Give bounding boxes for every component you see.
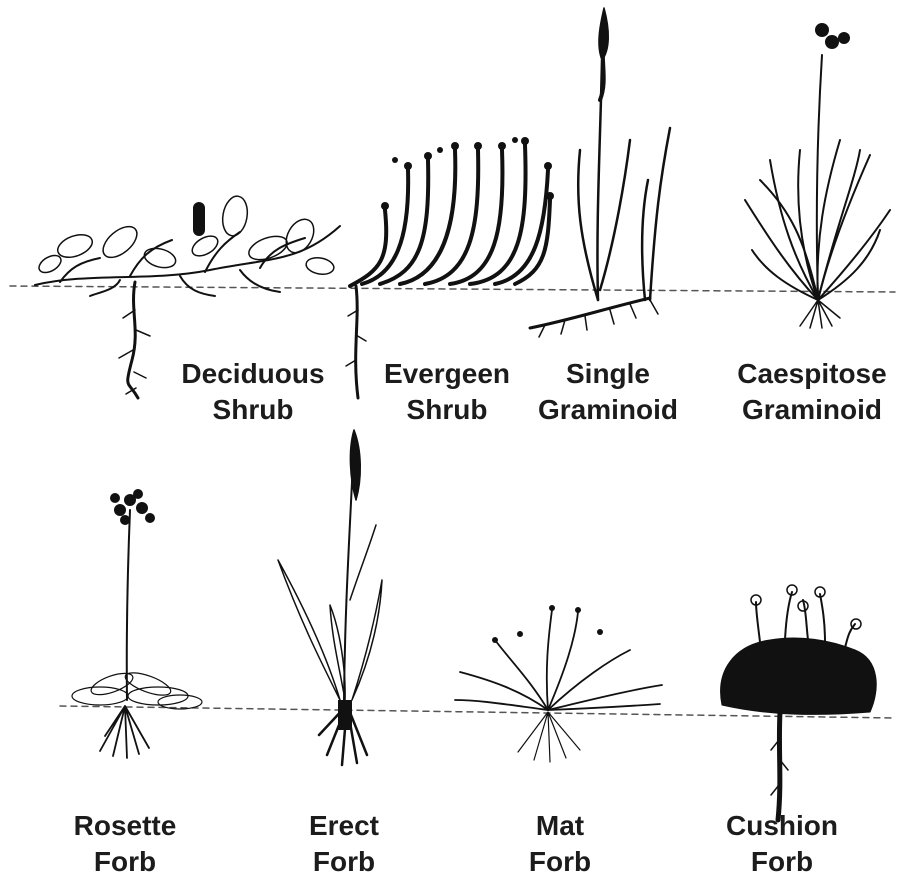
label-line2: Shrub <box>372 392 522 428</box>
label-line2: Graminoid <box>727 392 897 428</box>
label-line1: Mat <box>500 808 620 844</box>
label-line1: Single <box>528 356 688 392</box>
ground-line-top <box>10 286 895 292</box>
label-line1: Erect <box>284 808 404 844</box>
label-line1: Deciduous <box>170 356 336 392</box>
label-erect-forb: Erect Forb <box>284 808 404 880</box>
label-line1: Cushion <box>712 808 852 844</box>
erect-forb-illustration <box>278 430 382 765</box>
rosette-forb-illustration <box>72 489 202 758</box>
label-line1: Caespitose <box>727 356 897 392</box>
label-cushion-forb: Cushion Forb <box>712 808 852 880</box>
label-line1: Rosette <box>55 808 195 844</box>
label-line2: Forb <box>55 844 195 880</box>
label-line2: Forb <box>712 844 852 880</box>
label-line1: Evergeen <box>372 356 522 392</box>
label-line2: Shrub <box>170 392 336 428</box>
cushion-forb-illustration <box>721 585 877 820</box>
label-single-graminoid: Single Graminoid <box>528 356 688 428</box>
mat-forb-illustration <box>455 605 662 762</box>
single-graminoid-illustration <box>530 8 670 337</box>
label-caespitose-graminoid: Caespitose Graminoid <box>727 356 897 428</box>
label-line2: Forb <box>284 844 404 880</box>
label-deciduous-shrub: Deciduous Shrub <box>170 356 336 428</box>
label-line2: Forb <box>500 844 620 880</box>
label-rosette-forb: Rosette Forb <box>55 808 195 880</box>
caespitose-graminoid-illustration <box>745 23 890 328</box>
label-line2: Graminoid <box>528 392 688 428</box>
label-mat-forb: Mat Forb <box>500 808 620 880</box>
label-evergreen-shrub: Evergeen Shrub <box>372 356 522 428</box>
